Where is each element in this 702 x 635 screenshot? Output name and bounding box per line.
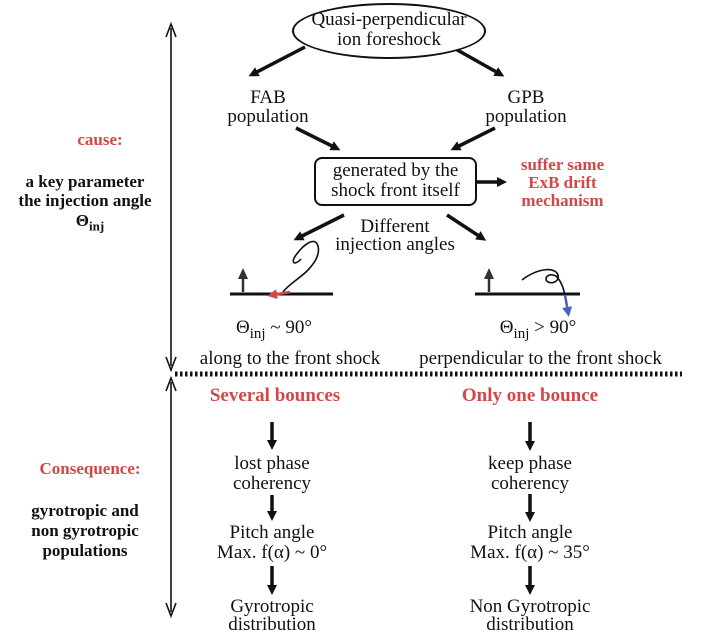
top-node-line1: Quasi-perpendicular <box>311 9 467 30</box>
left-step3a: Gyrotropic <box>230 596 314 617</box>
left-step2a: Pitch angle <box>229 522 315 543</box>
arrow-gpb-to-box <box>450 126 496 151</box>
right-theta: Θ <box>499 317 514 338</box>
drift-line3: mechanism <box>521 191 604 210</box>
left-angle-desc: along to the front shock <box>199 348 381 369</box>
left-theta: Θ <box>236 317 250 338</box>
different-line1: Different <box>360 216 430 237</box>
top-node-ellipse <box>292 3 486 59</box>
consequence-line2: non gyrotropic <box>31 521 139 540</box>
cause-theta-sub: inj <box>89 218 105 234</box>
left-col-heading: Several bounces <box>209 385 341 406</box>
cause-label: cause: <box>77 130 123 149</box>
drift-line2: ExB drift <box>528 173 597 192</box>
consequence-line3: populations <box>42 541 128 560</box>
arrow-to-fab <box>248 45 306 77</box>
cause-theta-symbol: Θ <box>75 211 90 230</box>
consequence-line1: gyrotropic and <box>31 501 139 520</box>
left-step2b: Max. f(α) ~ 0° <box>216 542 328 563</box>
right-step2a: Pitch angle <box>487 522 573 543</box>
right-angle-label: Θinj > 90° <box>478 318 598 343</box>
cause-line1: a key parameter <box>25 172 145 191</box>
left-shock-sketch <box>230 240 333 300</box>
different-line2: injection angles <box>335 234 455 255</box>
generated-line2: shock front itself <box>331 180 460 201</box>
left-angle-value: ~ 90° <box>270 317 312 338</box>
generated-box <box>314 157 477 206</box>
consequence-label: Consequence: <box>39 459 141 478</box>
arrow-to-right-case <box>446 213 487 241</box>
right-col-heading: Only one bounce <box>461 385 599 406</box>
right-angle-desc: perpendicular to the front shock <box>419 348 662 369</box>
left-step1a: lost phase <box>234 453 310 474</box>
fab-line2: population <box>227 106 309 127</box>
left-theta-sub: inj <box>249 325 266 342</box>
drift-line1: suffer same <box>520 155 605 174</box>
fab-line1: FAB <box>250 87 286 108</box>
top-node-line2: ion foreshock <box>337 29 441 50</box>
left-step1b: coherency <box>232 473 312 494</box>
right-step1a: keep phase <box>488 453 572 474</box>
gpb-line2: population <box>485 106 567 127</box>
left-injection-arrow <box>267 289 291 300</box>
right-step3b: distribution <box>486 614 574 635</box>
right-step3a: Non Gyrotropic <box>469 596 591 617</box>
right-angle-value: > 90° <box>534 317 577 338</box>
cause-line2: the injection angle <box>18 191 152 210</box>
arrow-to-left-case <box>293 213 345 241</box>
arrow-to-gpb <box>451 45 505 77</box>
cause-theta: Θinj <box>40 211 140 234</box>
left-angle-label: Θinj ~ 90° <box>214 318 334 343</box>
generated-line1: generated by the <box>332 160 459 181</box>
arrow-fab-to-box <box>295 126 341 151</box>
right-step1b: coherency <box>490 473 570 494</box>
left-step3b: distribution <box>228 614 316 635</box>
right-theta-sub: inj <box>513 325 530 342</box>
right-step2b: Max. f(α) ~ 35° <box>470 542 590 563</box>
gpb-line1: GPB <box>507 87 545 108</box>
right-injection-arrow <box>562 294 573 317</box>
right-shock-sketch <box>475 268 580 317</box>
